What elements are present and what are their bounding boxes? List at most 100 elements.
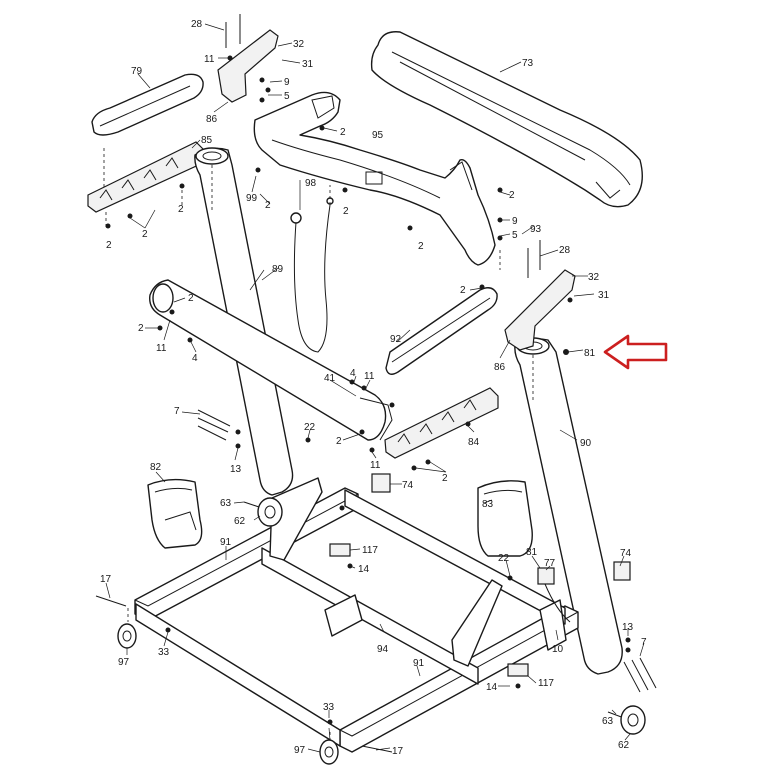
label-2-85c: 2 <box>106 240 112 251</box>
label-4-crossbar: 4 <box>192 353 198 364</box>
label-31-top: 31 <box>302 59 314 70</box>
label-90: 90 <box>580 438 592 449</box>
label-74-left: 74 <box>402 480 414 491</box>
label-2-99: 2 <box>265 200 271 211</box>
label-2-crossbar: 2 <box>188 293 194 304</box>
label-31-right: 31 <box>598 290 610 301</box>
part-86-right-bracket <box>504 269 576 351</box>
part-85-left-handlebar-tray <box>87 141 206 213</box>
label-81-lower: 81 <box>526 547 538 558</box>
label-9-right: 9 <box>512 216 518 227</box>
label-33-upper: 33 <box>158 647 170 658</box>
label-91-front: 91 <box>413 658 425 669</box>
label-2-85a: 2 <box>178 204 184 215</box>
label-17-lower: 17 <box>392 746 404 757</box>
label-14-upper: 14 <box>358 564 370 575</box>
label-98: 98 <box>305 178 317 189</box>
part-base-plate <box>324 594 363 637</box>
part-62-wheel-lower <box>620 705 646 735</box>
label-5-right: 5 <box>512 230 518 241</box>
part-86-left-bracket <box>217 29 279 103</box>
label-32-top: 32 <box>293 39 305 50</box>
label-9-top: 9 <box>284 77 290 88</box>
part-77-sensor <box>537 567 555 585</box>
part-frame-post-right <box>451 579 503 667</box>
label-11-lower: 11 <box>370 460 381 471</box>
part-84-right-handlebar-tray <box>384 387 499 459</box>
label-11-top: 11 <box>204 54 215 65</box>
label-33-lower: 33 <box>323 702 335 713</box>
part-81-wire <box>544 583 571 623</box>
part-frame-side-rail-right <box>344 489 566 625</box>
label-41: 41 <box>324 373 336 384</box>
label-13-left: 13 <box>230 464 242 475</box>
label-2-console: 2 <box>340 127 346 138</box>
label-79: 79 <box>131 66 143 77</box>
label-5-top: 5 <box>284 91 290 102</box>
label-63-upper: 63 <box>220 498 232 509</box>
part-7-bolts-right <box>623 657 657 693</box>
label-74-right: 74 <box>620 548 632 559</box>
part-97-foot-lower <box>319 739 339 765</box>
part-17-bolt-lower <box>361 745 393 753</box>
part-92-right-handlebar-cover <box>385 287 498 375</box>
label-10: 10 <box>552 644 564 655</box>
part-10-bracket <box>539 599 567 651</box>
leader-lines <box>105 23 645 753</box>
part-83-right-cover <box>477 480 533 557</box>
label-2-crossbar-b: 2 <box>138 323 144 334</box>
label-92: 92 <box>390 334 402 345</box>
screws <box>105 55 631 725</box>
label-13-right: 13 <box>622 622 634 633</box>
label-22-upper: 22 <box>304 422 316 433</box>
part-62-wheel-upper <box>257 497 283 527</box>
label-91-left: 91 <box>220 537 232 548</box>
part-7-bolts-left <box>197 409 231 441</box>
label-2-right: 2 <box>509 190 515 201</box>
label-94: 94 <box>377 644 389 655</box>
label-73: 73 <box>522 58 534 69</box>
label-82: 82 <box>150 462 162 473</box>
label-99: 99 <box>246 193 258 204</box>
label-89: 89 <box>272 264 284 275</box>
label-2-93: 2 <box>460 285 466 296</box>
label-93: 93 <box>530 224 542 235</box>
label-4-mid: 4 <box>350 368 356 379</box>
part-28-bolts-top <box>225 14 241 48</box>
label-2-95: 2 <box>418 241 424 252</box>
label-86-right: 86 <box>494 362 506 373</box>
part-95-console-frame <box>253 91 496 266</box>
callout-arrow-left-outline-icon <box>603 334 668 370</box>
label-2-98: 2 <box>343 206 349 217</box>
label-97-upper: 97 <box>118 657 130 668</box>
label-7-left: 7 <box>174 406 180 417</box>
label-11-crossbar: 11 <box>156 343 167 354</box>
label-32-right: 32 <box>588 272 600 283</box>
part-94-cross-member <box>261 547 479 685</box>
label-28-top: 28 <box>191 19 203 30</box>
label-95: 95 <box>372 130 384 141</box>
part-labels: 28 32 11 31 9 5 79 86 85 2 95 73 99 2 98… <box>100 19 647 757</box>
label-117-upper: 117 <box>362 545 378 556</box>
label-2-mid: 2 <box>336 436 342 447</box>
alignment-lines <box>105 165 534 740</box>
label-97-lower: 97 <box>294 745 306 756</box>
label-28-right: 28 <box>559 245 571 256</box>
label-63-lower: 63 <box>602 716 614 727</box>
label-22-lower: 22 <box>498 553 510 564</box>
part-74-latch-right <box>613 561 631 581</box>
label-2-85b: 2 <box>142 229 148 240</box>
part-frame-side-rail-left <box>135 603 341 747</box>
label-14-lower: 14 <box>486 682 498 693</box>
part-117-bracket-upper <box>329 543 351 557</box>
part-117-bracket-lower <box>507 663 529 677</box>
part-17-bolt-upper <box>95 595 127 607</box>
label-11-mid: 11 <box>364 371 375 382</box>
part-28-bolts-right <box>527 240 541 278</box>
part-82-left-cover <box>147 478 203 549</box>
part-98-cable <box>293 204 331 353</box>
label-62-lower: 62 <box>618 740 630 751</box>
label-77: 77 <box>544 558 556 569</box>
